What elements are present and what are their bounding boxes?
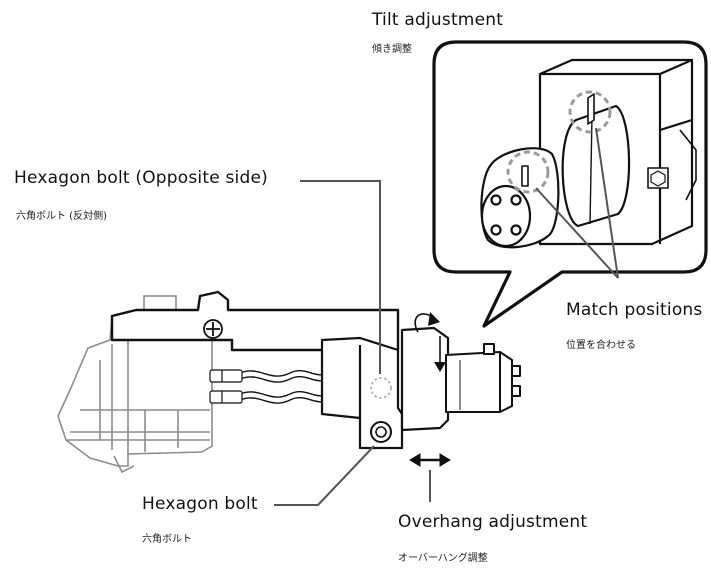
match-marker-left [506,150,550,194]
hex-label: Hexagon bolt [142,494,258,514]
wire-pins [209,369,243,404]
crosshead-screw-icon [203,319,223,339]
tonearm-tube [445,343,521,413]
hidden-bolt-marker [370,377,392,399]
lead-wires [239,370,331,404]
hex-opposite-label: Hexagon bolt (Opposite side) [14,168,268,188]
match-label-ja: 位置を合わせる [566,340,636,351]
double-arrow-icon [409,453,451,467]
collar [400,326,450,432]
match-marker-right [568,90,612,134]
hex-label-ja: 六角ボルト [142,534,192,545]
hex-socket-icon [370,421,392,443]
overhang-label: Overhang adjustment [398,512,588,532]
headshell-arm [110,290,400,352]
tilt-label: Tilt adjustment [372,10,504,30]
overhang-label-ja: オーバーハング調整 [398,553,488,564]
hex-opposite-label-ja: 六角ボルト (反対側) [16,211,107,222]
cartridge-body [57,295,213,474]
match-label: Match positions [566,300,703,320]
tilt-label-ja: 傾き調整 [372,44,412,55]
leader-lines [274,127,619,506]
zoom-detail [480,58,697,249]
